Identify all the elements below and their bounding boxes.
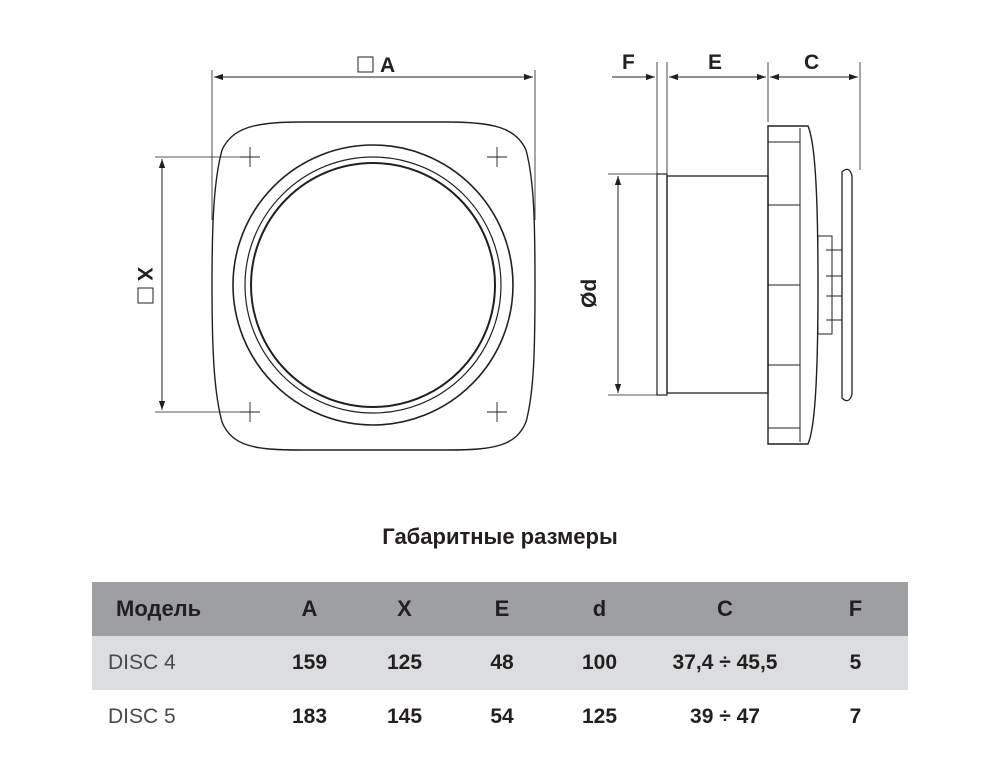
cell-f: 5 — [849, 651, 862, 674]
label-a: A — [380, 54, 395, 77]
cell-d: 100 — [581, 651, 618, 674]
header-d: d — [592, 596, 607, 621]
header-a: A — [301, 596, 318, 621]
label-x: X — [133, 267, 156, 281]
table-row: DISC 4 159 125 48 100 37,4 ÷ 45,5 5 — [92, 636, 908, 690]
label-c: C — [804, 51, 819, 74]
front-panel-outline — [211, 121, 536, 451]
square-symbol-x — [137, 287, 154, 304]
front-inner-ring — [250, 162, 496, 408]
cell-model: DISC 4 — [108, 651, 176, 674]
label-e: E — [708, 51, 722, 74]
mounting-hole-marks — [240, 147, 507, 422]
table-header-row: Модель A X E d C F — [92, 582, 908, 636]
side-flange-ring — [656, 173, 668, 396]
header-c: C — [717, 596, 733, 621]
cell-x: 125 — [386, 651, 423, 674]
front-middle-ring — [244, 156, 502, 414]
cell-e: 48 — [490, 651, 514, 674]
label-diameter: Ød — [578, 279, 601, 308]
header-x: X — [397, 596, 412, 621]
dimensions-table: Модель A X E d C F DISC 4 159 125 48 100… — [92, 582, 908, 744]
header-f: F — [848, 596, 863, 621]
front-view — [137, 56, 536, 451]
cell-f: 7 — [849, 705, 862, 728]
cell-e: 54 — [490, 705, 514, 728]
side-view — [608, 62, 861, 445]
cell-c: 39 ÷ 47 — [690, 705, 760, 728]
side-front-panel — [841, 168, 853, 402]
technical-drawing: A X — [133, 51, 861, 451]
cell-a: 159 — [291, 651, 328, 674]
side-brackets — [817, 235, 842, 335]
header-model: Модель — [116, 596, 202, 621]
cell-a: 183 — [291, 705, 328, 728]
cell-x: 145 — [386, 705, 423, 728]
header-e: E — [494, 596, 510, 621]
label-f: F — [622, 51, 635, 74]
front-outer-ring — [232, 144, 514, 426]
cell-d: 125 — [581, 705, 618, 728]
side-spigot — [666, 175, 769, 394]
table-title: Габаритные размеры — [382, 524, 618, 549]
cell-c: 37,4 ÷ 45,5 — [672, 651, 778, 674]
table-row: DISC 5 183 145 54 125 39 ÷ 47 7 — [92, 690, 908, 744]
square-symbol-a — [357, 56, 374, 73]
cell-model: DISC 5 — [108, 705, 176, 728]
